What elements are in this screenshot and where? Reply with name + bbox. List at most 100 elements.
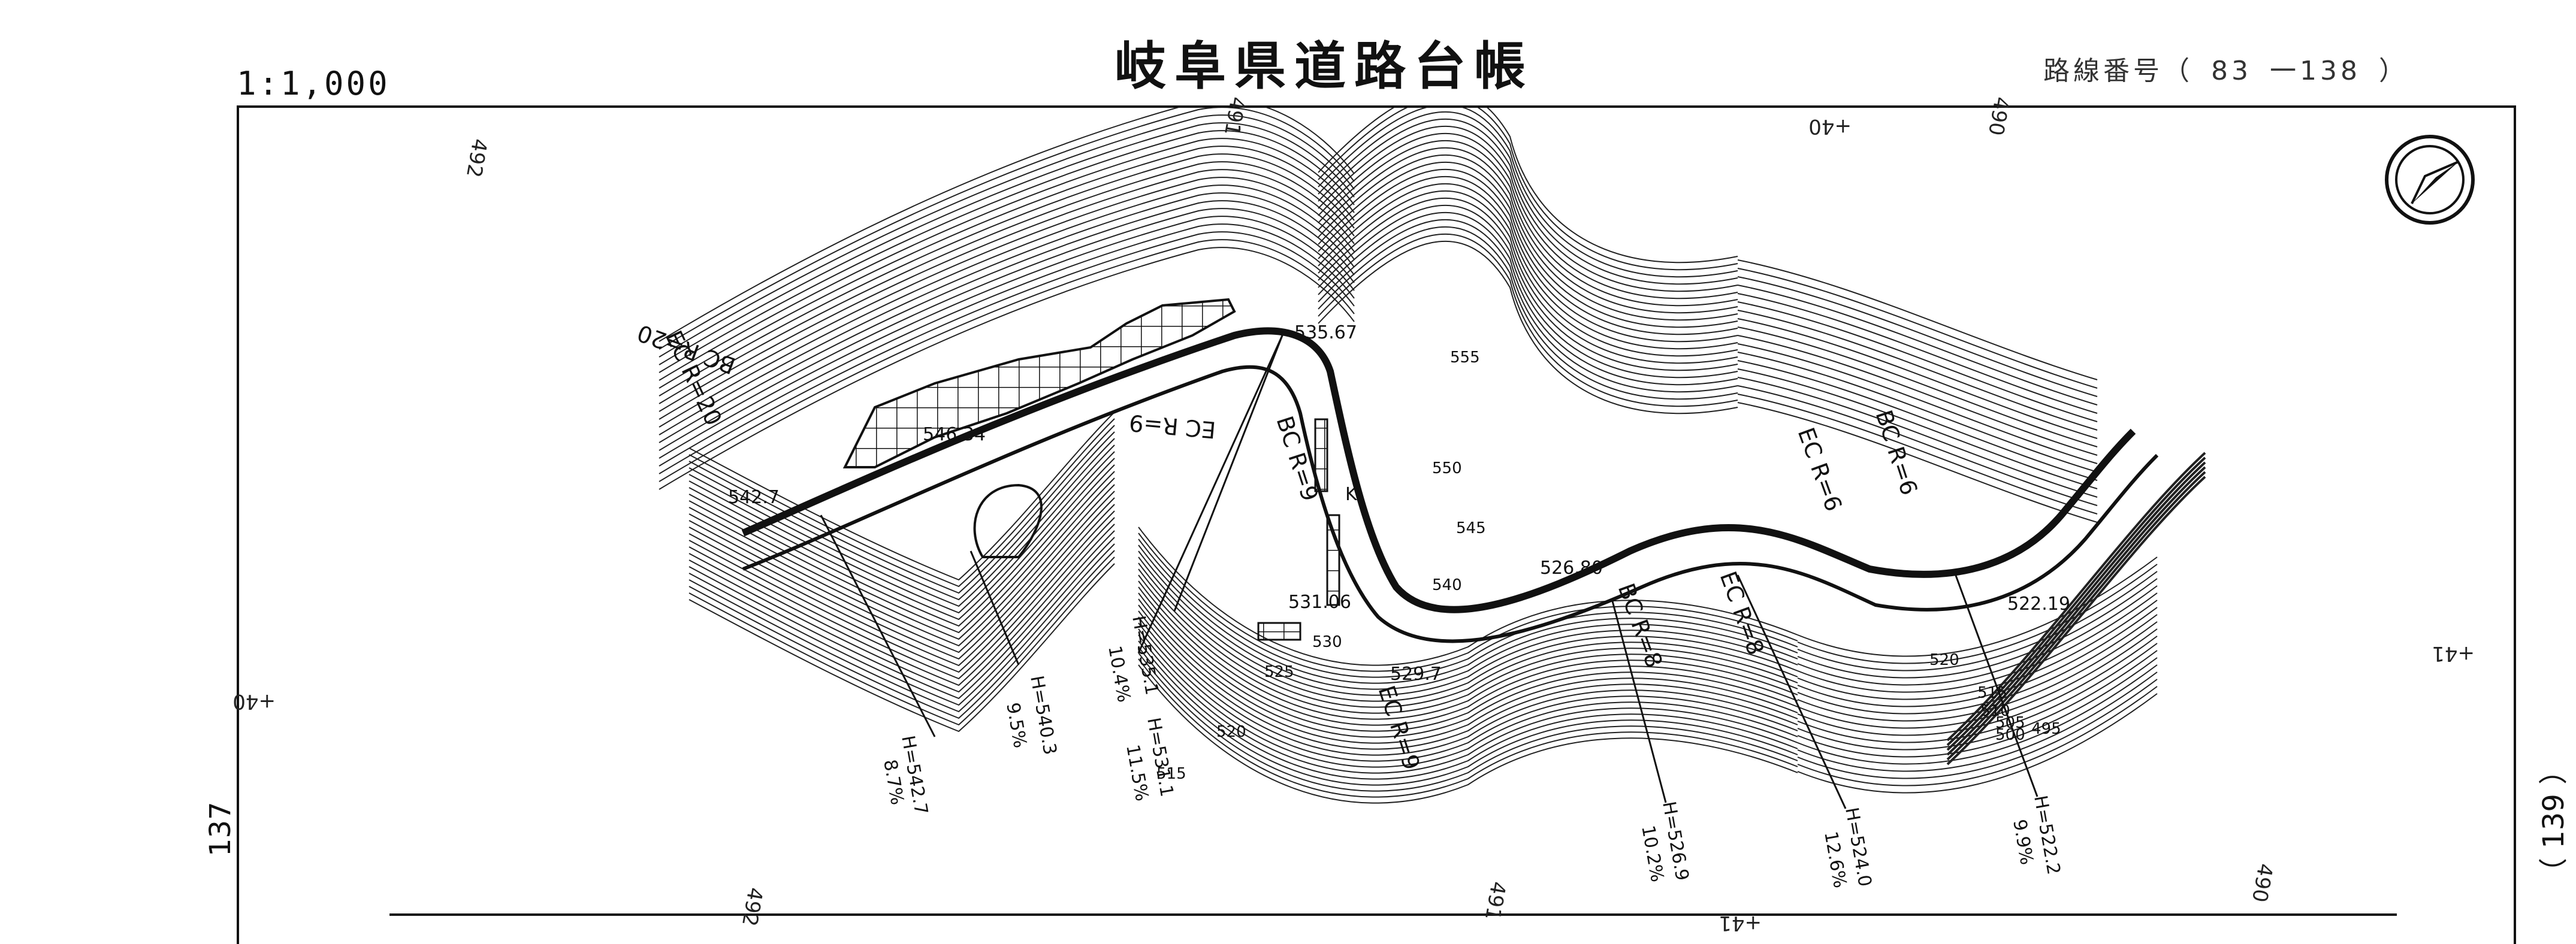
contour-line: [688, 550, 1115, 719]
contour-line: [1318, 176, 1738, 350]
contour-label-515: 515: [1156, 765, 1186, 783]
contour-line: [659, 108, 1355, 350]
contour-label-505: 505: [1995, 714, 2025, 732]
contour-line: [1138, 622, 1798, 762]
contour-line: [1138, 658, 1798, 798]
tick-label-490: 490: [1983, 95, 2014, 137]
contour-line: [1797, 578, 2158, 679]
marker-k: K: [1345, 484, 1358, 505]
contour-line: [688, 563, 1115, 733]
contour-line: [1737, 318, 2098, 439]
route-label: 路線番号（: [2043, 56, 2193, 86]
contour-line: [1138, 586, 1798, 726]
contour-line: [1737, 335, 2098, 456]
retaining-wall-3: [1257, 622, 1301, 641]
contour-line: [1318, 108, 1738, 278]
retaining-wall-2: [1326, 514, 1340, 606]
contour-line: [688, 431, 1115, 601]
tick-label-492: 492: [461, 137, 492, 179]
spot-height-2: 546.34: [923, 424, 986, 445]
contour-line: [1318, 241, 1738, 414]
tick-label-491-bottom: 491: [1480, 879, 1511, 922]
profile-grade-2: 9.5%: [1002, 701, 1031, 749]
map-title: 岐阜県道路台帳: [1115, 36, 1534, 96]
contour-line: [1138, 592, 1798, 732]
contour-line: [1138, 538, 1798, 678]
contour-line: [659, 108, 1355, 342]
contour-line: [659, 216, 1355, 459]
contour-line: [1946, 452, 2206, 742]
profile-height-2: H=540.3: [1026, 674, 1061, 757]
profile-grade-6: 12.6%: [1820, 830, 1850, 889]
contour-line: [1318, 183, 1738, 357]
contour-line: [1737, 385, 2098, 506]
spot-height-4: 531.06: [1288, 592, 1351, 613]
contour-line: [659, 223, 1355, 467]
contour-line: [1138, 640, 1798, 780]
route-number: 83: [2211, 56, 2252, 86]
contour-line: [1797, 585, 2158, 686]
contour-line: [659, 122, 1355, 365]
contour-line: [688, 438, 1115, 607]
contour-line: [1737, 402, 2098, 523]
contour-line: [1797, 657, 2158, 758]
contour-line: [688, 504, 1115, 673]
contour-line: [659, 208, 1355, 451]
contour-line: [1318, 219, 1738, 393]
contour-line: [688, 471, 1115, 640]
profile-leader-lines: [820, 335, 2039, 809]
frame-tick-labels: 492 491 490 +40 +40 +41 492 491 +41 490: [232, 95, 2475, 935]
contour-line: [1797, 556, 2158, 657]
profile-height-3: H=535.1: [1128, 614, 1162, 697]
contour-line: [1737, 352, 2098, 473]
bottom-border-line: [389, 913, 2397, 916]
contour-line: [688, 418, 1115, 588]
contour-line: [659, 231, 1355, 474]
contour-label-520-east: 520: [1929, 651, 1959, 669]
tick-label-490-bottom: 490: [2247, 861, 2278, 904]
contour-line: [1946, 471, 2206, 761]
tick-label-491: 491: [1219, 95, 1250, 137]
contour-line: [1138, 646, 1798, 786]
contour-line: [1946, 456, 2206, 746]
contour-line: [1737, 326, 2098, 447]
profile-grade-4: 11.5%: [1122, 743, 1152, 803]
contour-line: [1318, 234, 1738, 407]
contour-line: [1318, 119, 1738, 292]
contour-line: [1138, 527, 1798, 666]
contour-line: [1318, 111, 1738, 285]
contour-line: [659, 247, 1355, 490]
tick-label-plus41-bottom: +41: [1719, 911, 1762, 935]
contour-line: [1946, 461, 2206, 751]
contour-line: [1797, 671, 2158, 772]
hatched-cut-slope: [842, 298, 1236, 468]
tick-label-492-bottom: 492: [737, 885, 768, 928]
contour-line: [1138, 652, 1798, 792]
contour-line: [659, 184, 1355, 428]
contour-line: [1318, 108, 1738, 271]
profile-grade-7: 9.9%: [2009, 818, 2037, 866]
contour-line: [1138, 634, 1798, 774]
contour-line: [1797, 600, 2158, 700]
contour-line: [1318, 108, 1738, 264]
contour-line: [1318, 198, 1738, 371]
contour-line: [688, 524, 1115, 693]
contour-line: [688, 451, 1115, 621]
contour-line: [1737, 268, 2098, 389]
contour-line: [1138, 574, 1798, 714]
tick-label-plus41-right: +41: [2432, 642, 2475, 665]
contour-line: [1797, 664, 2158, 765]
spot-height-6: 526.80: [1540, 558, 1603, 579]
contour-label-520: 520: [1216, 723, 1246, 741]
contour-label-525: 525: [1264, 663, 1294, 681]
contour-line: [1737, 276, 2098, 397]
contour-line: [659, 114, 1355, 358]
contour-line: [1318, 226, 1738, 400]
contour-line: [1797, 614, 2158, 715]
contour-line: [1138, 562, 1798, 702]
contour-line: [1797, 564, 2158, 664]
contour-line: [1138, 628, 1798, 768]
contour-line: [1318, 140, 1738, 314]
